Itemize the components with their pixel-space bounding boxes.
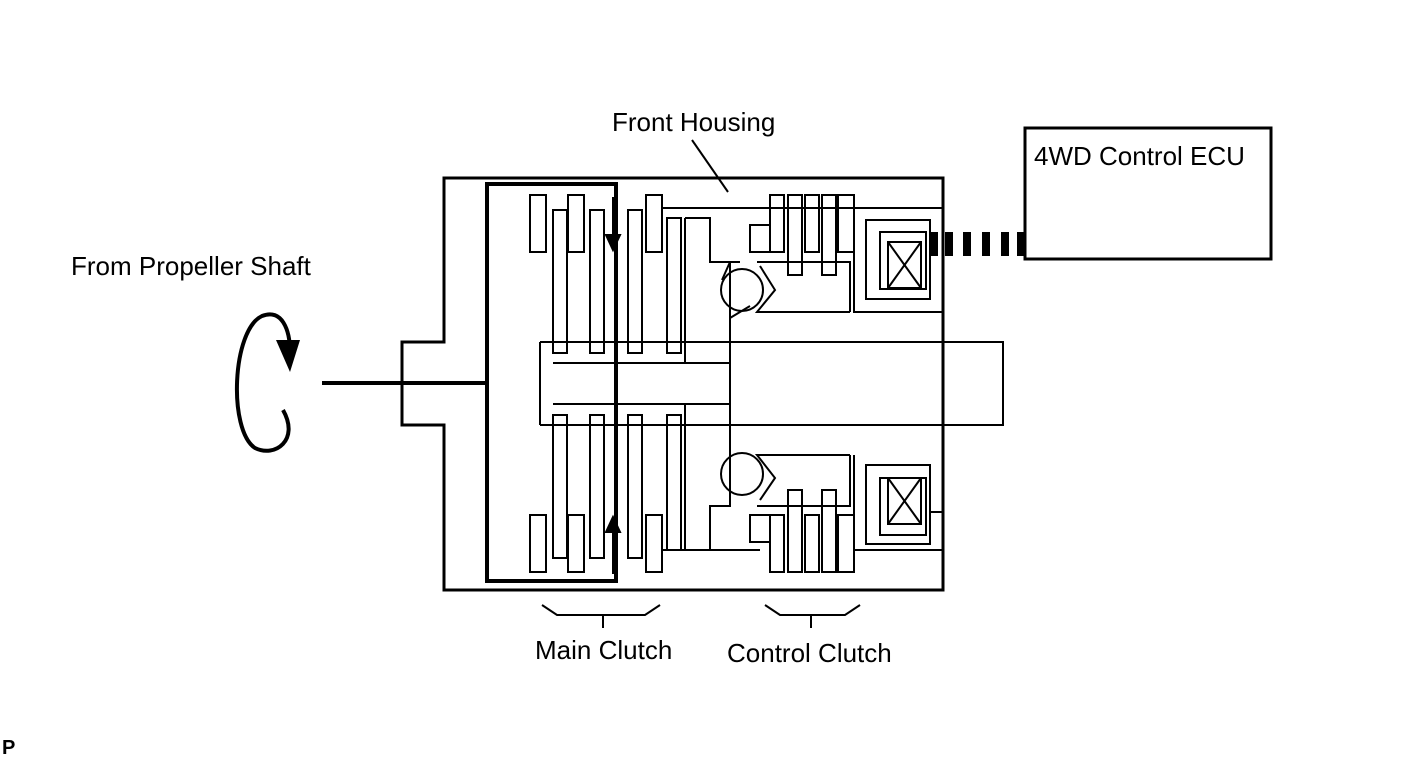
clutch-drum	[485, 182, 618, 583]
rotation-arrowhead	[276, 340, 300, 372]
electromagnet-lower	[853, 455, 943, 551]
front-housing	[400, 176, 945, 592]
front-housing-leader	[691, 139, 729, 193]
control-clutch-bracket	[764, 604, 861, 628]
inner-hub	[539, 341, 730, 426]
ecu-label: 4WD Control ECU	[1034, 141, 1245, 171]
main-clutch-lower	[529, 404, 760, 573]
cam-ball-lower	[720, 452, 764, 496]
electromagnet-upper	[853, 208, 943, 313]
control-clutch-upper	[749, 194, 855, 312]
output-shaft	[729, 341, 1004, 426]
from-propeller-shaft-label: From Propeller Shaft	[71, 251, 312, 281]
pressure-arrow-lower	[604, 514, 622, 533]
main-clutch-label: Main Clutch	[535, 635, 672, 665]
ecu-box	[1023, 126, 1273, 261]
cam-mechanism-lower	[720, 452, 850, 501]
control-clutch-label: Control Clutch	[727, 638, 892, 668]
corner-tag: P	[2, 737, 15, 759]
ecu-signal-line	[930, 232, 1025, 256]
rotation-arrow-icon	[234, 312, 292, 453]
control-clutch-lower	[749, 455, 855, 573]
front-housing-label: Front Housing	[612, 107, 775, 137]
cam-ball-upper	[720, 268, 764, 312]
main-clutch-bracket	[541, 604, 661, 628]
cam-mechanism-upper	[710, 261, 850, 319]
pressure-arrow-upper	[604, 234, 622, 253]
